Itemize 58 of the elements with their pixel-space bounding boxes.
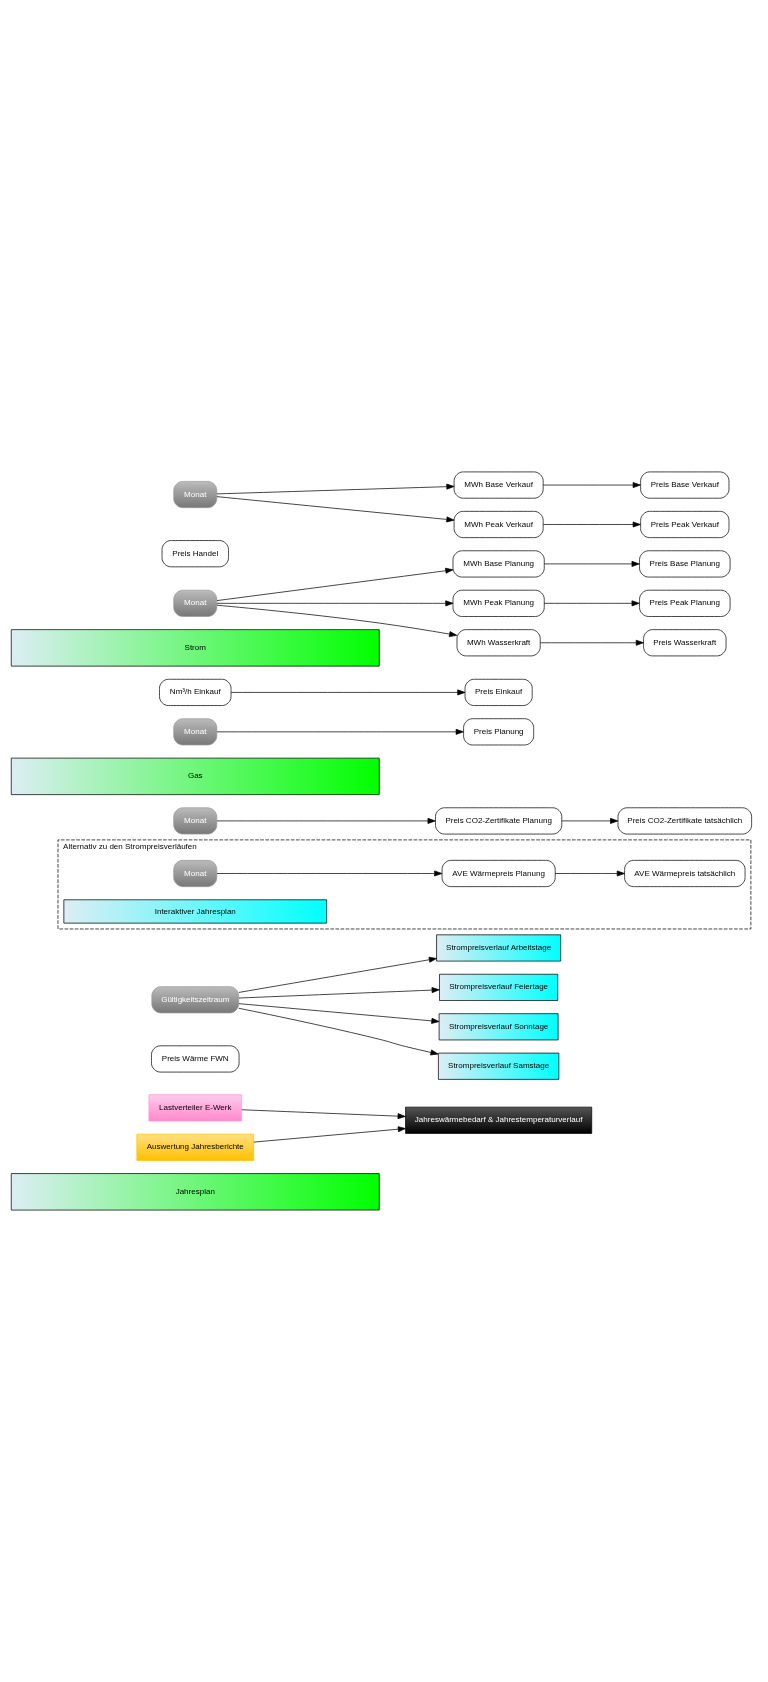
arrow [543,521,641,528]
node-box: Auswertung Jahresberichte [136,1133,255,1161]
node-box: Monat [173,589,218,617]
node-box: MWh Wasserkraft [456,629,541,657]
arrow [216,483,455,495]
node-box: Monat [173,807,218,835]
node-box: MWh Base Planung [452,550,545,578]
arrow [253,1126,406,1143]
node-box: MWh Peak Planung [452,589,545,617]
node-box: Strompreisverlauf Samstage [438,1052,560,1080]
node-box: Preis CO2-Zertifikate tatsächlich [617,807,752,835]
node-box: Preis Wasserkraft [643,629,727,657]
node-box: Preis Base Planung [639,550,731,578]
arrow [216,496,455,523]
node-box: Preis Wärme FWN [151,1045,240,1073]
node-box: Preis Peak Verkauf [640,511,730,538]
node-box: Preis Einkauf [464,678,533,706]
node-box: Preis CO2-Zertifikate Planung [435,807,563,835]
node-box: Preis Base Verkauf [640,471,730,499]
arrow [554,870,625,877]
arrow [238,1007,439,1056]
node-box: Strompreisverlauf Feiertage [439,973,559,1001]
arrow [216,600,454,607]
arrow [238,987,440,999]
arrow [230,689,466,696]
node-box: Strom [10,629,380,667]
node-box: Monat [173,718,218,746]
node-box: AVE Wärmepreis Planung [441,860,556,887]
node-box: Nm³/h Einkauf [159,678,232,706]
arrow [216,728,464,735]
node-box: Preis Peak Planung [639,589,731,617]
node-box: Lastverteiler E-Werk [148,1094,242,1122]
arrow [540,639,644,646]
arrow [216,818,436,824]
arrow [561,818,619,824]
arrow [241,1109,406,1120]
node-box: Preis Handel [161,540,229,568]
node-box: Gültigkeitszeitraum [151,986,240,1014]
node-box: Gas [10,757,380,795]
arrow [543,482,641,488]
node-box: MWh Base Verkauf [453,471,544,499]
node-box: Strompreisverlauf Arbeitstage [436,934,562,962]
arrow [216,870,443,877]
node-box: MWh Peak Verkauf [453,511,544,538]
arrow [216,604,458,637]
arrow [238,956,437,993]
node-box: Preis Planung [463,718,535,746]
node-box: Monat [173,481,218,509]
arrow [543,600,640,607]
node-box: Monat [173,860,218,887]
node-box: Strompreisverlauf Sonntage [438,1013,559,1041]
node-box: Jahresplan [10,1173,380,1211]
arrow [216,567,454,601]
node-box: Interaktiver Jahresplan [63,899,328,924]
node-box: Jahreswärmebedarf & Jahrestemperaturverlauf [405,1106,593,1134]
arrow [543,561,640,567]
node-box: AVE Wärmepreis tatsächlich [624,860,746,887]
arrow [238,1003,440,1024]
